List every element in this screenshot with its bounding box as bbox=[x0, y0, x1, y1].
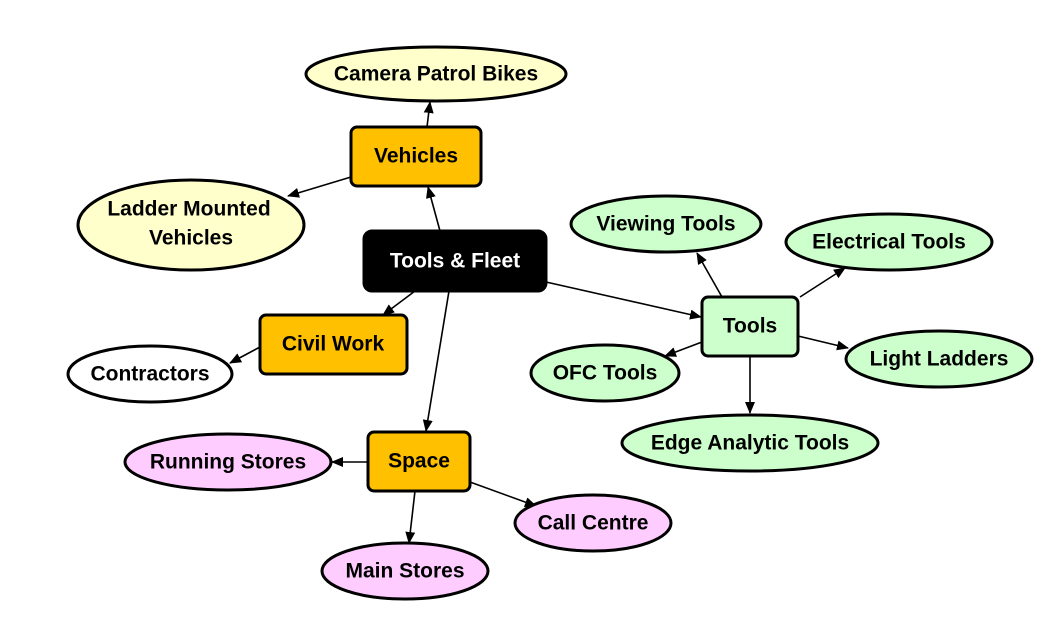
arrow-space-to-call-centre bbox=[469, 481, 537, 507]
arrow-tools-to-electrical-tools bbox=[799, 267, 846, 298]
civil-work-box bbox=[258, 313, 409, 376]
arrow-root-to-space bbox=[422, 290, 450, 432]
arrow-vehicles-to-ladder-mounted-vehicles bbox=[287, 176, 352, 198]
arrow-tools-to-viewing-tools bbox=[696, 252, 723, 298]
node-contractors[interactable]: Contractors bbox=[66, 344, 234, 404]
ofc-tools-label: OFC Tools bbox=[553, 362, 658, 385]
node-light-ladders[interactable]: Light Ladders bbox=[844, 329, 1034, 389]
root-label: Tools & Fleet bbox=[390, 250, 520, 273]
running-stores-label: Running Stores bbox=[150, 451, 306, 474]
node-viewing-tools[interactable]: Viewing Tools bbox=[569, 194, 763, 254]
edge-analytic-tools-ellipse bbox=[620, 413, 880, 473]
node-tools[interactable]: Tools bbox=[700, 295, 800, 358]
camera-patrol-bikes-label: Camera Patrol Bikes bbox=[334, 63, 538, 86]
arrow-root-to-vehicles bbox=[426, 186, 441, 232]
vehicles-box bbox=[349, 125, 483, 188]
civil-work-label: Civil Work bbox=[282, 333, 385, 356]
node-space[interactable]: Space bbox=[366, 430, 472, 493]
arrow-root-to-tools bbox=[545, 281, 702, 320]
call-centre-ellipse bbox=[513, 493, 673, 553]
arrow-tools-to-ofc-tools bbox=[664, 341, 703, 357]
node-tools-and-fleet[interactable]: Tools & Fleet bbox=[362, 229, 548, 293]
running-stores-ellipse bbox=[123, 432, 333, 492]
viewing-tools-ellipse bbox=[569, 194, 763, 254]
space-label: Space bbox=[388, 450, 450, 473]
space-box bbox=[366, 430, 472, 493]
node-vehicles[interactable]: Vehicles bbox=[349, 125, 483, 188]
ladder-mounted-vehicles-label-line2: Vehicles bbox=[149, 227, 233, 250]
edge-analytic-tools-label: Edge Analytic Tools bbox=[651, 432, 849, 455]
tools-box bbox=[700, 295, 800, 358]
node-main-stores[interactable]: Main Stores bbox=[320, 541, 490, 601]
contractors-ellipse bbox=[66, 344, 234, 404]
ladder-mounted-vehicles-label-line1: Ladder Mounted bbox=[107, 198, 270, 221]
node-edge-analytic-tools[interactable]: Edge Analytic Tools bbox=[620, 413, 880, 473]
node-electrical-tools[interactable]: Electrical Tools bbox=[784, 212, 994, 272]
contractors-label: Contractors bbox=[90, 363, 209, 386]
vehicles-label: Vehicles bbox=[374, 145, 458, 168]
main-stores-label: Main Stores bbox=[345, 560, 464, 583]
node-call-centre[interactable]: Call Centre bbox=[513, 493, 673, 553]
ladder-mounted-vehicles-ellipse bbox=[76, 178, 306, 272]
electrical-tools-label: Electrical Tools bbox=[812, 231, 966, 254]
ofc-tools-ellipse bbox=[529, 343, 681, 403]
arrow-root-to-civil-work bbox=[382, 290, 416, 316]
connector-layer bbox=[229, 101, 849, 544]
node-running-stores[interactable]: Running Stores bbox=[123, 432, 333, 492]
viewing-tools-label: Viewing Tools bbox=[596, 213, 735, 236]
main-stores-ellipse bbox=[320, 541, 490, 601]
arrow-vehicles-to-camera-patrol-bikes bbox=[423, 101, 434, 128]
node-civil-work[interactable]: Civil Work bbox=[258, 313, 409, 376]
arrow-tools-to-light-ladders bbox=[797, 335, 849, 351]
node-ladder-mounted-vehicles[interactable]: Ladder Mounted Vehicles bbox=[76, 178, 306, 272]
node-camera-patrol-bikes[interactable]: Camera Patrol Bikes bbox=[304, 45, 568, 103]
arrow-space-to-main-stores bbox=[405, 490, 416, 544]
node-ofc-tools[interactable]: OFC Tools bbox=[529, 343, 681, 403]
electrical-tools-ellipse bbox=[784, 212, 994, 272]
camera-patrol-bikes-ellipse bbox=[304, 45, 568, 103]
call-centre-label: Call Centre bbox=[538, 512, 649, 535]
arrow-civil-work-to-contractors bbox=[229, 346, 261, 364]
light-ladders-ellipse bbox=[844, 329, 1034, 389]
light-ladders-label: Light Ladders bbox=[870, 348, 1009, 371]
root-box bbox=[362, 229, 548, 293]
tools-label: Tools bbox=[723, 315, 777, 338]
